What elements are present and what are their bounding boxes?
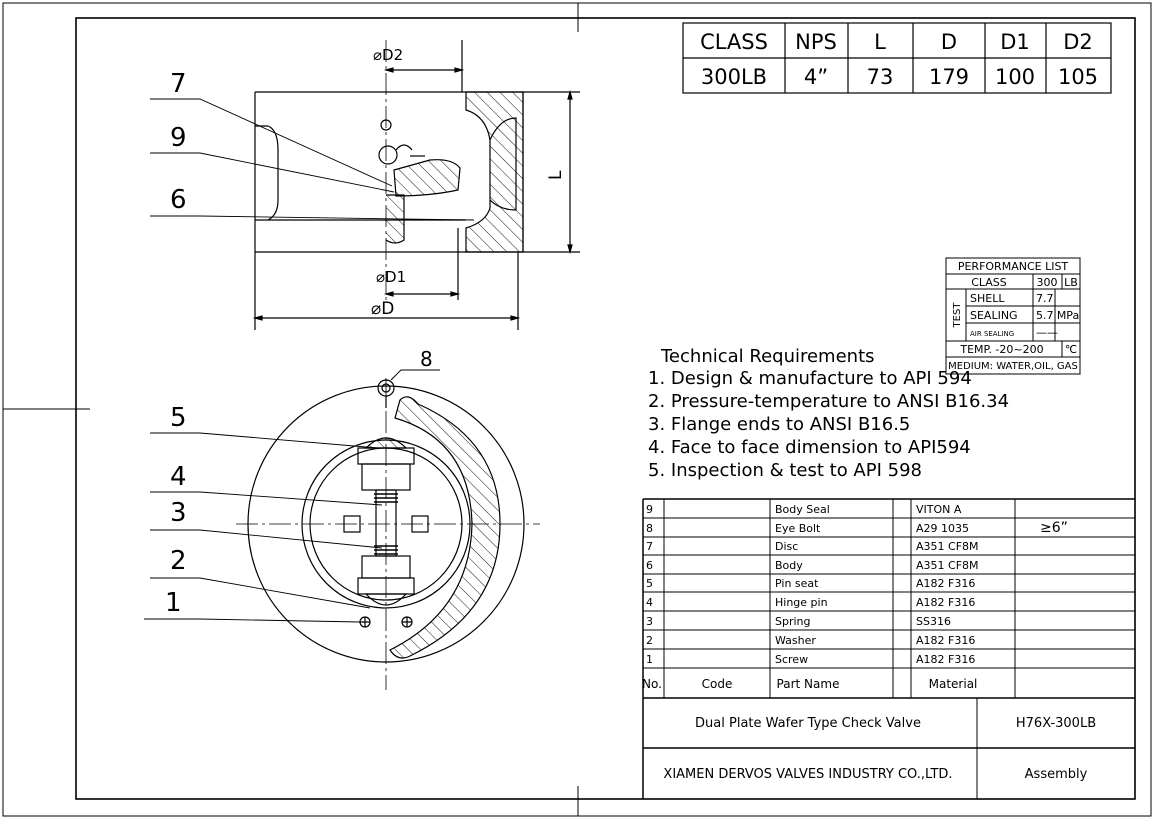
requirement-3: 3. Flange ends to ANSI B16.5: [648, 414, 910, 435]
dimension-table: CLASS NPS L D D1 D2 300LB 4” 73 179 100 …: [682, 22, 1112, 94]
dim-label-d1: ⌀D1: [376, 268, 406, 286]
perf-temp-unit: ℃: [1065, 343, 1077, 356]
bom-row-no: 4: [646, 596, 653, 609]
bom-row-material: A182 F316: [916, 596, 975, 609]
bom-row-part-name: Screw: [775, 653, 808, 666]
dims-value-d: 179: [929, 65, 969, 89]
bom-row-material: A182 F316: [916, 577, 975, 590]
balloon-7: 7: [170, 69, 187, 99]
bom-row-no: 8: [646, 522, 653, 535]
balloon-2: 2: [170, 546, 187, 576]
bom-header-no: No.: [642, 677, 662, 691]
perf-class-unit: LB: [1064, 276, 1078, 289]
balloon-3: 3: [170, 498, 187, 528]
bom-row-part-name: Pin seat: [775, 577, 819, 590]
perf-sealing-value: 5.7: [1036, 309, 1054, 322]
balloon-9: 9: [170, 123, 187, 153]
balloon-8: 8: [420, 347, 433, 371]
dims-value-nps: 4”: [804, 65, 828, 89]
perf-air-value: ——: [1036, 326, 1058, 339]
perf-medium: MEDIUM: WATER,OIL, GAS: [948, 361, 1078, 372]
title-sheet-type: Assembly: [1025, 767, 1088, 782]
title-company: XIAMEN DERVOS VALVES INDUSTRY CO.,LTD.: [663, 767, 952, 782]
perf-sealing-label: SEALING: [970, 309, 1018, 322]
bom-row-no: 5: [646, 577, 653, 590]
perf-pressure-unit: MPa: [1057, 309, 1079, 322]
bom-row-material: A182 F316: [916, 653, 975, 666]
bom-row-no: 1: [646, 653, 653, 666]
dims-value-d1: 100: [995, 65, 1035, 89]
front-view: [144, 369, 540, 690]
bom-row-part-name: Spring: [775, 615, 811, 628]
perf-shell-value: 7.7: [1036, 292, 1054, 305]
dims-value-l: 73: [867, 65, 894, 89]
perf-shell-label: SHELL: [970, 292, 1005, 305]
bom-header-code: Code: [702, 677, 733, 691]
bom-row-no: 7: [646, 540, 653, 553]
bom-row-part-name: Eye Bolt: [775, 522, 821, 535]
bom-header-name: Part Name: [777, 677, 840, 691]
requirement-2: 2. Pressure-temperature to ANSI B16.34: [648, 391, 1009, 412]
balloon-1: 1: [165, 588, 182, 618]
bom-row-material: VITON A: [916, 503, 962, 516]
bom-row-no: 9: [646, 503, 653, 516]
technical-requirements: Technical Requirements 1. Design & manuf…: [648, 346, 1009, 481]
bom-row-no: 6: [646, 559, 653, 572]
performance-list: PERFORMANCE LIST CLASS 300 LB TEST SHELL…: [945, 257, 1081, 375]
title-model: H76X-300LB: [1016, 716, 1096, 731]
dims-header-d2: D2: [1063, 30, 1093, 54]
bom-row-part-name: Disc: [775, 540, 798, 553]
bom-row-part-name: Hinge pin: [775, 596, 828, 609]
perf-class-value: 300: [1037, 276, 1058, 289]
dims-header-d1: D1: [1000, 30, 1030, 54]
bom-header-material: Material: [929, 677, 978, 691]
dims-header-d: D: [941, 30, 957, 54]
perf-temp-label: TEMP. -20~200: [959, 343, 1043, 356]
title-product: Dual Plate Wafer Type Check Valve: [695, 716, 921, 731]
dims-value-class: 300LB: [701, 65, 767, 89]
requirement-4: 4. Face to face dimension to API594: [648, 437, 971, 458]
dim-label-d2: ⌀D2: [373, 46, 403, 64]
bom-row-no: 2: [646, 634, 653, 647]
dims-header-nps: NPS: [795, 30, 837, 54]
bom-row-material: A351 CF8M: [916, 559, 979, 572]
dims-value-d2: 105: [1058, 65, 1098, 89]
dim-label-d: ⌀D: [371, 299, 394, 319]
perf-air-label: AIR SEALING: [970, 330, 1014, 338]
bom-row-material: A351 CF8M: [916, 540, 979, 553]
balloon-5: 5: [170, 403, 187, 433]
dim-label-l: L: [546, 170, 566, 180]
perf-test-label: TEST: [952, 302, 963, 329]
bom-row-part-name: Washer: [775, 634, 816, 647]
perf-class-label: CLASS: [971, 276, 1007, 289]
bom-row-part-name: Body: [775, 559, 803, 572]
section-view: [150, 40, 580, 330]
bom-row-material: A29 1035: [916, 522, 969, 535]
requirement-5: 5. Inspection & test to API 598: [648, 460, 922, 481]
dims-header-l: L: [874, 30, 886, 54]
dims-header-class: CLASS: [700, 30, 768, 54]
requirements-title: Technical Requirements: [660, 346, 875, 367]
requirement-1: 1. Design & manufacture to API 594: [648, 368, 972, 389]
balloon-4: 4: [170, 462, 187, 492]
bom-table: 9 Body Seal VITON A 8 Eye Bolt A29 1035 ≥6” 7 Di…: [642, 498, 1135, 799]
bom-row-material: A182 F316: [916, 634, 975, 647]
bom-row-part-name: Body Seal: [775, 503, 830, 516]
balloon-6: 6: [170, 185, 187, 215]
bom-row-material: SS316: [916, 615, 951, 628]
perf-title: PERFORMANCE LIST: [958, 260, 1069, 273]
bom-row-note: ≥6”: [1040, 520, 1068, 536]
bom-row-no: 3: [646, 615, 653, 628]
